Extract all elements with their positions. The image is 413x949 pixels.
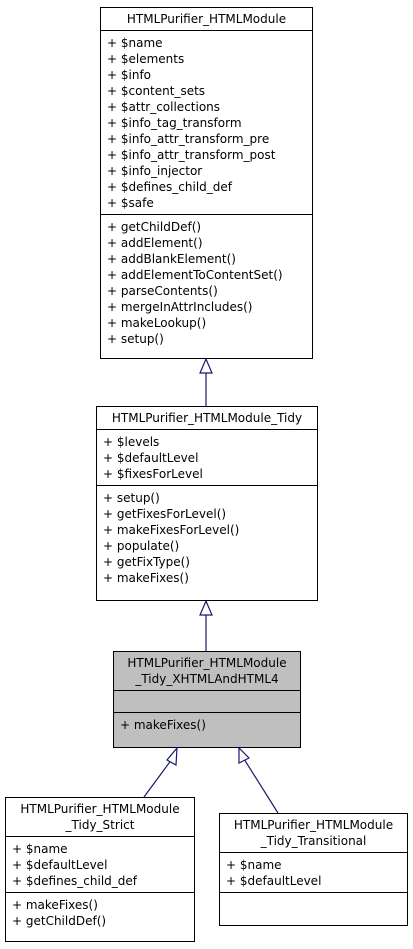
class-xhtml-and-html4-attributes	[114, 690, 300, 712]
attribute: + $safe	[107, 196, 154, 210]
class-tidy-transitional-methods	[220, 892, 407, 914]
class-tidy: HTMLPurifier_HTMLModule_Tidy + $levels +…	[96, 406, 318, 601]
attribute: + $info	[107, 68, 152, 82]
attribute: + $attr_collections	[107, 100, 221, 114]
attribute: + $defaultLevel	[103, 451, 199, 465]
method: + makeFixes()	[120, 718, 206, 732]
method: + mergeInAttrIncludes()	[107, 300, 253, 314]
method: + makeFixes()	[12, 898, 98, 912]
attribute: + $info_tag_transform	[107, 116, 242, 130]
attribute: + $content_sets	[107, 84, 206, 98]
class-htmlmodule-methods: + getChildDef() + addElement() + addBlan…	[101, 214, 312, 350]
attribute: + $name	[12, 842, 68, 856]
attribute: + $info_attr_transform_pre	[107, 132, 270, 146]
method: + makeFixes()	[103, 571, 189, 585]
method: + addElement()	[107, 236, 203, 250]
method: + makeFixesForLevel()	[103, 523, 240, 537]
method: + getChildDef()	[12, 914, 107, 928]
class-tidy-strict-methods: + makeFixes() + getChildDef()	[6, 892, 194, 932]
class-htmlmodule-attributes: + $name + $elements + $info + $content_s…	[101, 30, 312, 214]
class-tidy-transitional: HTMLPurifier_HTMLModule _Tidy_Transition…	[219, 813, 408, 926]
edge-transitional-to-xhtml	[243, 758, 279, 814]
method: + setup()	[107, 332, 164, 346]
class-tidy-strict: HTMLPurifier_HTMLModule _Tidy_Strict + $…	[5, 797, 195, 942]
edge-strict-to-xhtml	[143, 758, 173, 798]
class-tidy-transitional-attributes: + $name + $defaultLevel	[220, 852, 407, 892]
class-xhtml-and-html4-title: HTMLPurifier_HTMLModule _Tidy_XHTMLAndHT…	[127, 656, 287, 686]
arrowhead-transitional-to-xhtml	[238, 746, 251, 764]
class-htmlmodule-title: HTMLPurifier_HTMLModule	[126, 12, 287, 26]
class-tidy-title: HTMLPurifier_HTMLModule_Tidy	[111, 411, 303, 425]
class-tidy-strict-attributes: + $name + $defaultLevel + $defines_child…	[6, 836, 194, 892]
class-tidy-attributes: + $levels + $defaultLevel + $fixesForLev…	[97, 429, 317, 485]
arrowhead-xhtml-to-tidy	[199, 599, 213, 616]
arrowhead-strict-to-xhtml	[166, 746, 178, 766]
method: + addBlankElement()	[107, 252, 236, 266]
class-tidy-strict-title: HTMLPurifier_HTMLModule _Tidy_Strict	[20, 802, 180, 832]
class-htmlmodule: HTMLPurifier_HTMLModule + $name + $eleme…	[100, 7, 313, 359]
attribute: + $defines_child_def	[107, 180, 233, 194]
method: + setup()	[103, 491, 160, 505]
class-xhtml-and-html4: HTMLPurifier_HTMLModule _Tidy_XHTMLAndHT…	[113, 651, 301, 748]
method: + parseContents()	[107, 284, 218, 298]
class-xhtml-and-html4-methods: + makeFixes()	[114, 712, 300, 736]
attribute: + $info_attr_transform_post	[107, 148, 276, 162]
method: + makeLookup()	[107, 316, 207, 330]
method: + addElementToContentSet()	[107, 268, 283, 282]
attribute: + $info_injector	[107, 164, 203, 178]
class-tidy-transitional-title: HTMLPurifier_HTMLModule _Tidy_Transition…	[233, 818, 394, 848]
attribute: + $defaultLevel	[12, 858, 108, 872]
attribute: + $defines_child_def	[12, 874, 138, 888]
method: + populate()	[103, 539, 180, 553]
attribute: + $name	[107, 36, 163, 50]
attribute: + $levels	[103, 435, 160, 449]
method: + getFixType()	[103, 555, 190, 569]
method: + getChildDef()	[107, 220, 202, 234]
attribute: + $name	[226, 858, 282, 872]
method: + getFixesForLevel()	[103, 507, 227, 521]
class-tidy-methods: + setup() + getFixesForLevel() + makeFix…	[97, 485, 317, 589]
attribute: + $defaultLevel	[226, 874, 322, 888]
attribute: + $fixesForLevel	[103, 467, 203, 481]
arrowhead-tidy-to-base	[199, 357, 213, 374]
attribute: + $elements	[107, 52, 185, 66]
